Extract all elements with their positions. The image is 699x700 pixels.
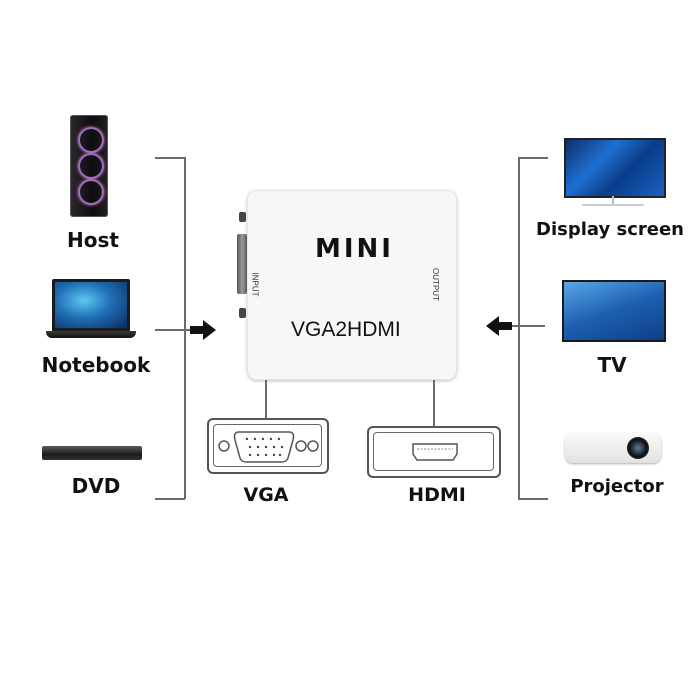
monitor-icon (564, 138, 666, 198)
hdmi-port-icon (367, 426, 501, 478)
display-label-projector: Projector (570, 476, 664, 497)
port-label-hdmi: HDMI (408, 484, 466, 506)
source-label-notebook: Notebook (41, 353, 151, 377)
display-label-tv: TV (597, 353, 627, 377)
source-host (60, 110, 120, 240)
converter-brand: MINI (315, 234, 394, 264)
dvd-player-icon (42, 446, 142, 460)
projector-icon (565, 433, 661, 463)
arrow-right-icon (190, 320, 216, 344)
arrow-left-icon (486, 316, 512, 340)
display-label-display-screen: Display screen (536, 219, 684, 240)
source-label-dvd: DVD (71, 474, 121, 498)
desktop-tower-icon (70, 115, 108, 217)
display-screen (560, 135, 670, 215)
vga-lead-line (265, 380, 267, 418)
right-bracket-top (518, 157, 548, 159)
left-bracket-middle (155, 329, 190, 331)
right-bracket-vertical (518, 157, 520, 499)
source-label-host: Host (67, 228, 119, 252)
left-bracket-vertical (184, 157, 186, 499)
tv-icon (562, 280, 666, 342)
converter-box: MINI VGA2HDMI INPUT OUTPUT (247, 190, 457, 380)
right-bracket-middle (510, 325, 545, 327)
port-label-vga: VGA (243, 484, 289, 506)
vga-port-icon (207, 418, 329, 474)
converter-model: VGA2HDMI (291, 318, 401, 341)
vga-connector-side (237, 212, 247, 322)
left-bracket-top (155, 157, 185, 159)
input-label: INPUT (250, 272, 260, 297)
source-notebook (40, 275, 140, 345)
output-label: OUTPUT (430, 268, 440, 301)
hdmi-lead-line (433, 380, 435, 426)
left-bracket-bottom (155, 498, 185, 500)
right-bracket-bottom (518, 498, 548, 500)
